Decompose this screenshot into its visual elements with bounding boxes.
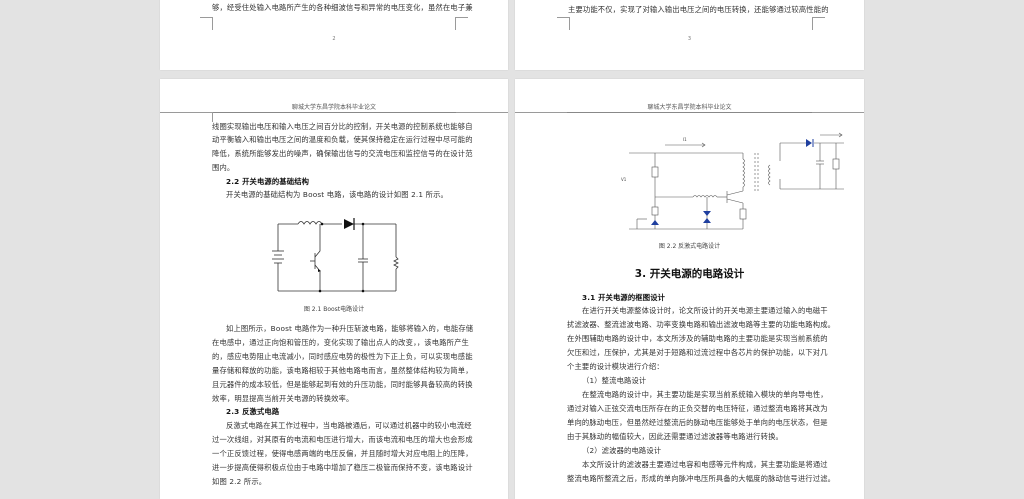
body-text-line: 如上图所示，Boost 电路作为一种升压斩波电路，能够将输入的，电能存储 xyxy=(226,324,474,333)
body-text-line: 反激式电路在其工作过程中，当电路被通后，可以通过机器中的较小电流经 xyxy=(226,421,472,430)
body-text-line: 一个正反馈过程，使得电感两端的电压反偏，并且随时增大对应电阻上的压降， xyxy=(212,449,473,458)
page-number: 3 xyxy=(687,36,692,42)
body-text-line: 本文所设计的滤波器主要通过电容和电感等元件构成，其主要功能是将通过 xyxy=(582,460,828,469)
body-text-line: 降低，系统所能够发出的噪声，确保输出信号的交流电压和监控信号的在设计范 xyxy=(212,149,473,158)
margin-crop-mark xyxy=(200,17,213,30)
body-text-line: 扰滤波器、整流滤波电路、功率变换电路和输出滤波电路等主要的功能电路构成。 xyxy=(567,320,836,329)
body-text-line: 个主要的设计模块进行介绍： xyxy=(567,362,664,371)
body-text-line: 通过稳定电容的方式对原有的频谱进行电磁的限制，同时设计过程中隔离电压的 xyxy=(568,0,829,3)
running-header: 聊城大学东昌学院本科毕业论文 xyxy=(291,104,376,111)
document-page-2: 够，经受住处输入电路所产生的各种细波信号和异常的电压变化，虽然在电子兼 2 xyxy=(160,0,508,70)
body-text-line: 够，经受住处输入电路所产生的各种细波信号和异常的电压变化，虽然在电子兼 xyxy=(212,3,473,12)
boost-circuit-diagram xyxy=(272,218,399,293)
body-text-line: 如图 2.2 所示。 xyxy=(212,477,267,486)
body-text-line: 欠压和过，压保护，尤其是对于短路和过流过程中各芯片的保护功能，以下对几 xyxy=(567,348,828,357)
body-text-line: 线圈实现输出电压和输入电压之间百分比的控制，开关电源的控制系统也能够自 xyxy=(212,122,473,131)
margin-crop-mark xyxy=(557,17,570,30)
running-header: 聊城大学东昌学院本科毕业论文 xyxy=(647,104,732,111)
document-page-3: 通过稳定电容的方式对原有的频谱进行电磁的限制，同时设计过程中隔离电压的 主要功能… xyxy=(515,0,864,70)
margin-crop-mark xyxy=(456,112,508,113)
margin-crop-mark xyxy=(812,17,825,30)
margin-crop-mark xyxy=(515,112,567,113)
body-text-line: 过一次线组，对其原有的电流和电压进行增大，而该电流和电压的增大也会形成 xyxy=(212,435,473,444)
body-text-line: 在进行开关电源整体设计时，论文所设计的开关电源主要通过输入的电磁干 xyxy=(582,306,828,315)
margin-crop-mark xyxy=(160,112,212,113)
figure-caption-2-1: 图 2.1 Boost电路设计 xyxy=(303,306,365,313)
body-text-line: 由于其脉动的幅值较大，因此还需要通过滤波器等电路进行转换。 xyxy=(567,432,783,441)
section-heading-2-3: 2.3 反激式电路 xyxy=(226,407,280,416)
chapter-title-3: 3. 开关电源的电路设计 xyxy=(634,268,745,280)
flyback-circuit-diagram: V1 I1 xyxy=(621,137,771,230)
body-text-line: 动平衡输入和输出电压之间的温度和负载，使其保持稳定在运行过程中尽可能的 xyxy=(212,135,473,144)
section-heading-3-1: 3.1 开关电源的框图设计 xyxy=(582,293,666,302)
svg-text:V1: V1 xyxy=(621,177,627,182)
body-text-line: 在整流电路的设计中，其主要功能是实现当前系统输入模块的单向导电性， xyxy=(582,390,828,399)
page-number: 2 xyxy=(332,36,336,42)
body-text-line: 的，感应电势阻止电流减小，同时感应电势的极性为下正上负，可以实现电感能 xyxy=(212,352,473,361)
body-text-line: 主要功能不仅，实现了对输入输出电压之间的电压转换，还能够通过较高性能的 xyxy=(568,5,829,14)
body-text-line: 单向的脉动电压，但虽然经过整流后的脉动电压能够处于单向的电压状态，但是 xyxy=(567,418,828,427)
subsection-heading-1: （1）整流电路设计 xyxy=(582,376,647,385)
flyback-secondary-diagram xyxy=(779,132,844,190)
figure-caption-2-2: 图 2.2 反激式电路设计 xyxy=(658,243,721,250)
document-page-5: 聊城大学东昌学院本科毕业论文 xyxy=(515,79,864,499)
subsection-heading-2: （2）滤波器的电路设计 xyxy=(582,446,662,455)
body-text-line: 在外围辅助电路的设计中，本文所涉及的辅助电路的主要功能是实现当前系统的 xyxy=(567,334,828,343)
margin-crop-mark xyxy=(812,112,864,113)
body-text-line: 通过对输入正弦交流电压所存在的正负交替的电压特征，通过整流电路将其改为 xyxy=(567,404,828,413)
section-heading-2-2: 2.2 开关电源的基础结构 xyxy=(226,177,310,186)
body-text-line: 且元器件的成本较低，但是能够起到有效的升压功能，同时能够具备较高的转换 xyxy=(212,380,473,389)
body-text-line: 效率，明显提高当前开关电源的转换效率。 xyxy=(212,394,354,403)
body-text-line: 围内。 xyxy=(212,163,235,172)
header-rule xyxy=(567,112,812,113)
svg-text:I1: I1 xyxy=(683,137,687,142)
margin-crop-mark xyxy=(200,112,213,122)
header-rule xyxy=(212,112,456,113)
body-text-line: 开关电源的基础结构为 Boost 电路，该电路的设计如图 2.1 所示。 xyxy=(226,190,449,199)
body-text-line: 量存储和释放的功能，该电路相较于其他电路电而言，虽然整体结构较为简单， xyxy=(212,366,473,375)
body-text-line: 进一步提高使得积极点位由于电路中增加了稳压二极管而保持不变，该电路设计 xyxy=(212,463,473,472)
document-page-4: 聊城大学东昌学院本科毕业论文 线圈实现输出电压和输入电压之间百分比的控制，开关电… xyxy=(160,79,508,499)
body-text-line: 整流电路所整流之后，形成的单向脉冲电压所具备的大幅度的脉动信号进行过滤。 xyxy=(567,474,836,483)
body-text-line: 在电感中，通过正向饱和管压的，变化实现了输出点人的改变，，该电路所产生 xyxy=(212,338,469,347)
margin-crop-mark xyxy=(455,17,468,30)
